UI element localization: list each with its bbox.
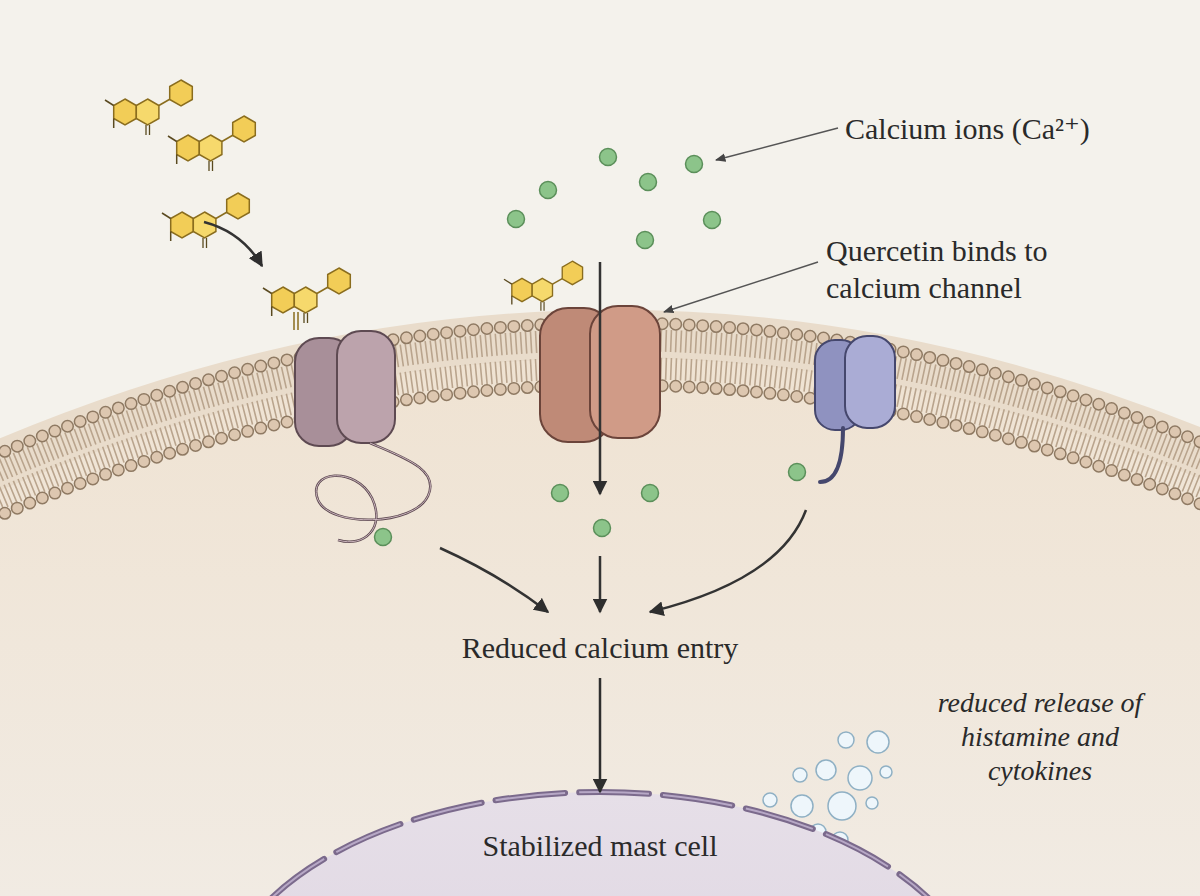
flow-arrow [599, 678, 602, 792]
calcium-flow-arrow [599, 262, 602, 494]
ion-channel [815, 336, 895, 482]
quercetin-molecule [105, 80, 583, 323]
leader-line [716, 128, 838, 160]
mast-cell-nucleus: Stabilized mast cell [210, 790, 990, 896]
calcium-channel [295, 331, 430, 542]
binding-arrow [204, 222, 262, 266]
flow-arrow [650, 510, 806, 612]
flow-arrow [599, 556, 602, 612]
callout-label: Calcium ions (Ca²⁺) [845, 110, 1195, 147]
callout-label: Quercetin binds to calcium channel [826, 232, 1126, 306]
leader-line [664, 262, 818, 312]
node-label: Stabilized mast cell [210, 828, 990, 864]
result-text-box: Reduced calcium entry [380, 628, 820, 670]
effect-note: reduced release of histamine and cytokin… [915, 686, 1165, 788]
flow-arrow [440, 548, 548, 612]
node-label: Reduced calcium entry [380, 630, 820, 666]
calcium-ion [375, 149, 806, 546]
